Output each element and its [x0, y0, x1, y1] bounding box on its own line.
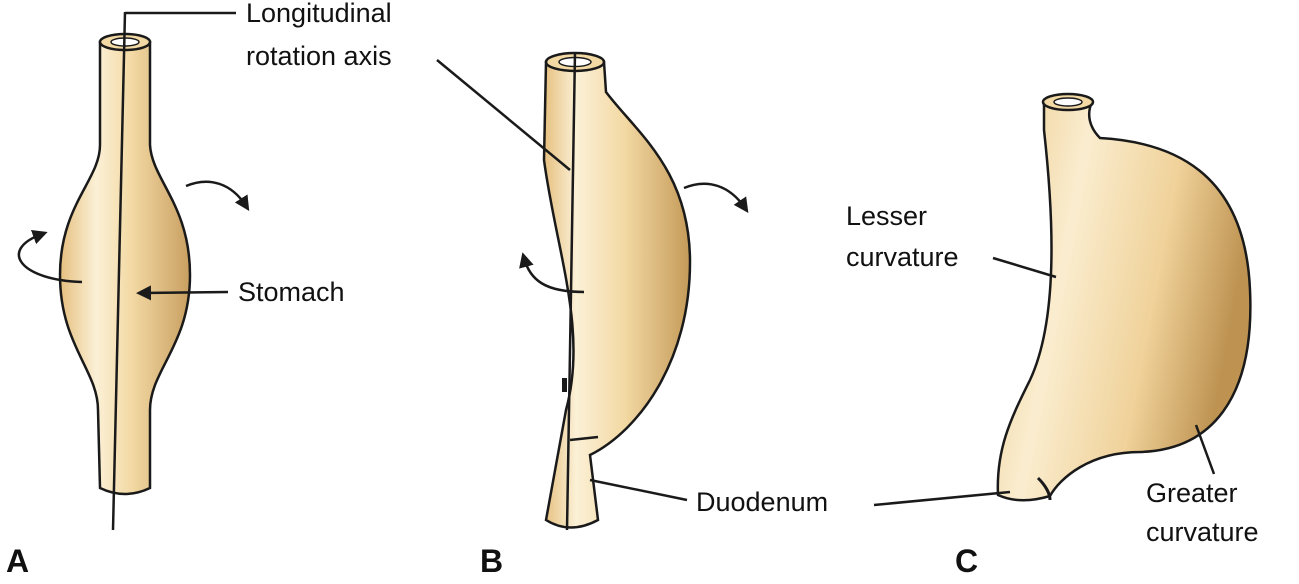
stomach-a-shape: [60, 42, 190, 494]
panel-label-a: A: [6, 543, 29, 579]
stomach-c-shape: [998, 102, 1251, 500]
label-greater: Greater: [1146, 478, 1238, 508]
rotation-arrow-b-right: [684, 184, 745, 208]
duodenum-pointer-line-c: [874, 492, 1010, 505]
rotation-arrow-a-right: [186, 182, 246, 206]
label-longitudinal: Longitudinal: [246, 0, 392, 28]
greater-curvature-pointer: [1196, 425, 1214, 474]
esophagus-lumen-c: [1054, 98, 1082, 106]
label-lesser: Lesser: [846, 201, 927, 231]
panel-a: A: [6, 12, 246, 579]
label-stomach: Stomach: [238, 277, 345, 307]
panel-label-b: B: [480, 543, 503, 579]
panel-label-c: C: [955, 543, 978, 579]
duodenum-pointer-line-b: [590, 480, 687, 500]
label-curvature-greater: curvature: [1146, 517, 1259, 547]
small-mark-b: [562, 378, 567, 392]
stomach-pointer-line: [142, 292, 228, 293]
label-duodenum: Duodenum: [696, 487, 828, 517]
label-rotation-axis: rotation axis: [246, 41, 392, 71]
lesser-curvature-pointer: [993, 258, 1056, 277]
stomach-b-shape: [544, 62, 690, 528]
label-curvature-lesser: curvature: [846, 242, 959, 272]
